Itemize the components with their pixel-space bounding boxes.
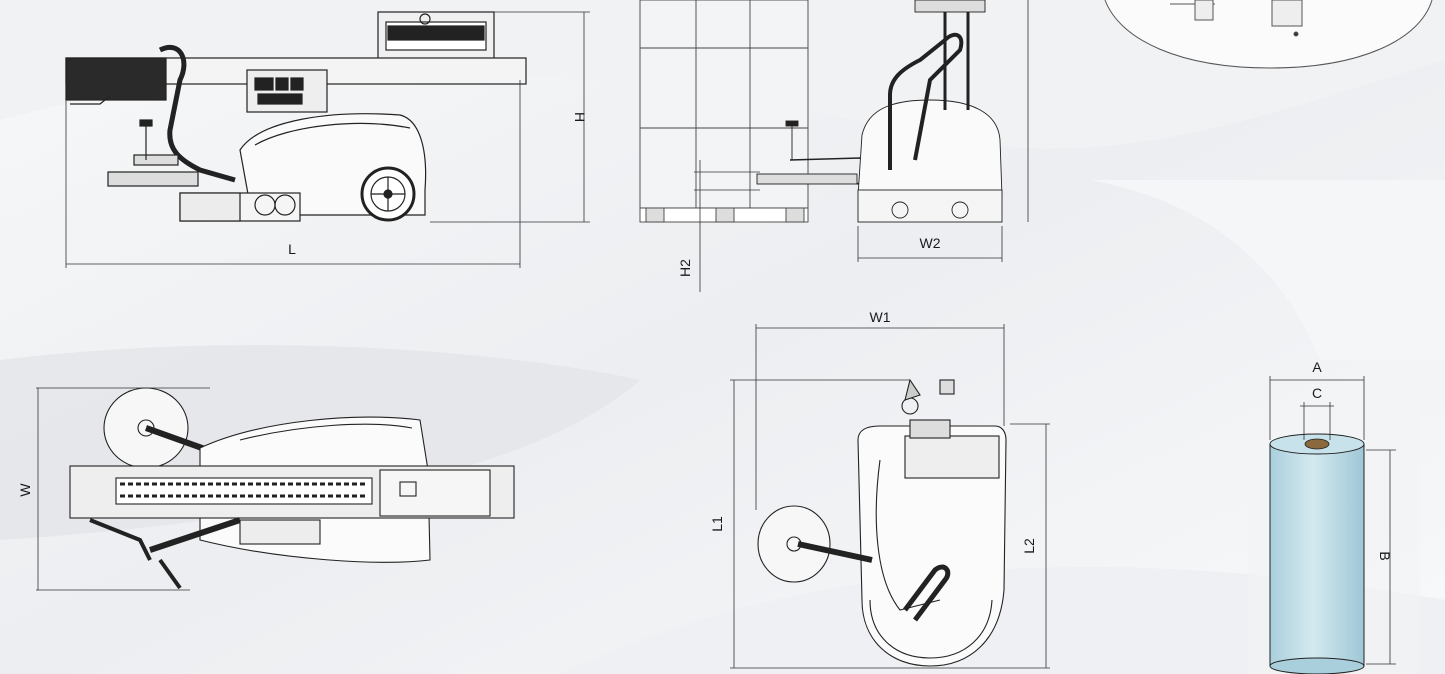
dim-label-W1: W1 — [870, 309, 891, 325]
side-view — [65, 11, 590, 268]
dim-label-W: W — [17, 483, 33, 497]
dim-label-H: H — [572, 112, 588, 122]
top-view — [36, 387, 515, 591]
film-roll — [1248, 360, 1420, 674]
front-view — [639, 0, 1029, 292]
dim-label-A: A — [1312, 359, 1322, 375]
dim-label-W2: W2 — [920, 235, 941, 251]
top-right-partial-view — [1104, 0, 1433, 69]
dim-label-B: B — [1377, 551, 1393, 560]
dim-label-L1: L1 — [709, 516, 725, 532]
dim-label-C: C — [1312, 385, 1322, 401]
dim-label-L2: L2 — [1021, 538, 1037, 554]
dim-label-L: L — [288, 241, 296, 257]
plan-view — [730, 324, 1050, 669]
dim-label-H2: H2 — [677, 259, 693, 277]
